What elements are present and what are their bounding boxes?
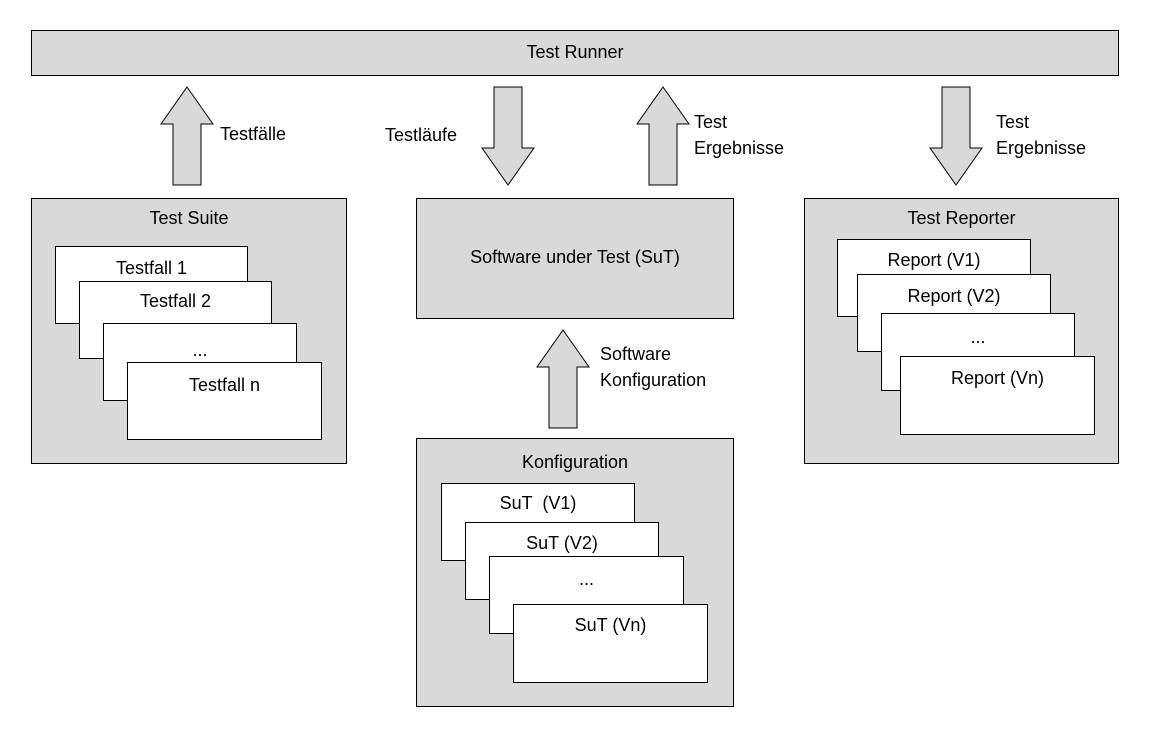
sut-version-card-4: SuT (Vn)	[513, 604, 708, 683]
sut-title: Software under Test (SuT)	[470, 247, 680, 267]
report-card-3-label: ...	[970, 327, 986, 347]
testlaeufe-arrow-icon	[481, 86, 535, 186]
testfall-card-2-label: Testfall 2	[139, 291, 212, 311]
sut-box: Software under Test (SuT)	[416, 198, 734, 319]
test-runner-title: Test Runner	[526, 42, 624, 62]
test-runner-bar: Test Runner	[31, 30, 1119, 76]
reporter-results-arrow-icon	[929, 86, 983, 186]
sut-results-line2: Ergebnisse	[694, 138, 785, 158]
test-reporter-title: Test Reporter	[907, 208, 1016, 228]
konfiguration-title: Konfiguration	[521, 452, 629, 472]
reporter-results-line2: Ergebnisse	[996, 138, 1087, 158]
report-card-2-label: Report (V2)	[907, 286, 1001, 306]
test-suite-title: Test Suite	[149, 208, 229, 228]
sut-results-line1: Test	[694, 112, 728, 132]
software-config-arrow-icon	[536, 329, 590, 429]
sut-version-card-3-label: ...	[578, 569, 594, 589]
sut-results-label: Test Ergebnisse	[694, 109, 784, 161]
reporter-results-label: Test Ergebnisse	[996, 109, 1086, 161]
testfaelle-label: Testfälle	[220, 124, 287, 144]
reporter-results-line1: Test	[996, 112, 1030, 132]
software-config-line2: Konfiguration	[600, 370, 707, 390]
report-card-1-label: Report (V1)	[887, 250, 981, 270]
testfall-card-3-label: ...	[192, 340, 208, 360]
testlaeufe-label: Testläufe	[385, 125, 458, 145]
software-config-label: Software Konfiguration	[600, 341, 706, 393]
sut-version-card-1-label: SuT (V1)	[499, 493, 577, 513]
sut-results-arrow-icon	[636, 86, 690, 186]
testfaelle-arrow-icon	[160, 86, 214, 186]
testfall-card-1-label: Testfall 1	[115, 258, 188, 278]
sut-version-card-2-label: SuT (V2)	[526, 533, 598, 553]
software-config-line1: Software	[600, 344, 672, 364]
testfall-card-4-label: Testfall n	[188, 375, 261, 395]
report-card-4: Report (Vn)	[900, 356, 1095, 435]
sut-version-card-4-label: SuT (Vn)	[574, 615, 647, 635]
report-card-4-label: Report (Vn)	[950, 368, 1045, 388]
testfall-card-4: Testfall n	[127, 362, 322, 440]
